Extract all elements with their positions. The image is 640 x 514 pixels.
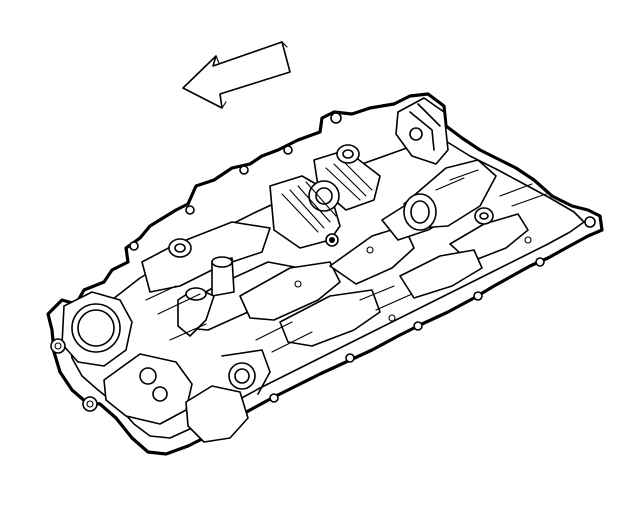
surface-detail-lines bbox=[145, 169, 547, 353]
right-canister bbox=[403, 159, 497, 231]
center-bracket bbox=[269, 149, 381, 249]
throttle-body-flange bbox=[50, 291, 133, 412]
center-connector bbox=[177, 256, 235, 337]
front-lower-block bbox=[103, 349, 271, 443]
rear-flange bbox=[395, 97, 449, 165]
direction-arrow-icon bbox=[182, 41, 291, 109]
fitting-rings bbox=[168, 144, 494, 258]
